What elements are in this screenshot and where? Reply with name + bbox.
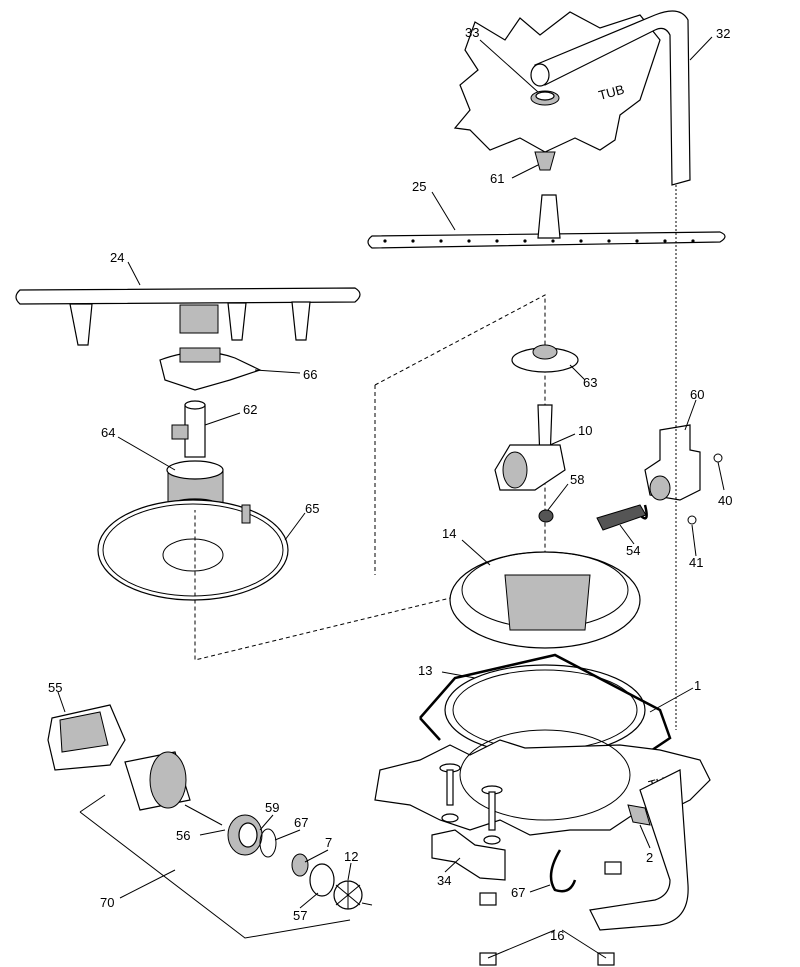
clip-40 [713, 453, 723, 463]
callout-25: 25 [412, 179, 426, 194]
tub-label-upper: TUB [597, 82, 626, 103]
callout-1: 1 [694, 678, 701, 693]
spray-hole [551, 239, 555, 243]
bolt-right [481, 785, 503, 845]
callout-33: 33 [465, 25, 479, 40]
callout-62: 62 [243, 402, 257, 417]
spray-arm-clip-66 [159, 347, 262, 391]
callout-56: 56 [176, 828, 190, 843]
callout-14: 14 [442, 526, 456, 541]
bracket-70-top [79, 794, 106, 813]
bracket-70-bottom [79, 811, 351, 939]
callout-34: 34 [437, 873, 451, 888]
callout-70: 70 [100, 895, 114, 910]
callout-10: 10 [578, 423, 592, 438]
callout-63: 63 [583, 375, 597, 390]
callout-40: 40 [718, 493, 732, 508]
part-7 [291, 853, 309, 877]
callout-60: 60 [690, 387, 704, 402]
callout-54: 54 [626, 543, 640, 558]
lower-spray-arm [15, 287, 361, 346]
callout-2: 2 [646, 850, 653, 865]
motor-bracket-55 [47, 704, 126, 771]
water-valve-60 [644, 424, 701, 501]
motor-56 [124, 751, 223, 826]
callout-59: 59 [265, 800, 279, 815]
plate-34 [431, 829, 506, 881]
foot-16-c [479, 952, 497, 966]
callout-labels: 33 32 61 25 24 66 62 64 65 63 60 10 40 5… [48, 25, 732, 943]
clip-41 [687, 515, 697, 525]
spray-hole [411, 239, 415, 243]
chopper-12 [333, 880, 373, 910]
ring-67-motor [259, 828, 277, 858]
foot-16-b [604, 861, 622, 875]
impeller-57 [309, 863, 335, 897]
callout-64: 64 [101, 425, 115, 440]
callout-55: 55 [48, 680, 62, 695]
bolt-left [439, 763, 461, 823]
callout-41: 41 [689, 555, 703, 570]
callout-66: 66 [303, 367, 317, 382]
spray-hole [383, 239, 387, 243]
sump-14 [449, 551, 641, 649]
spray-hole [663, 239, 667, 243]
disk-63 [511, 344, 579, 373]
hose-67-lower [549, 849, 577, 893]
spray-hole [635, 239, 639, 243]
tube-seal-33 [530, 90, 560, 106]
callout-12: 12 [344, 849, 358, 864]
bracket-2 [627, 804, 651, 826]
callout-57: 57 [293, 908, 307, 923]
callout-13: 13 [418, 663, 432, 678]
callout-24: 24 [110, 250, 124, 265]
callout-7: 7 [325, 835, 332, 850]
upper-spray-arm-tube [530, 10, 691, 186]
spray-hole [523, 239, 527, 243]
callout-65: 65 [305, 501, 319, 516]
callout-16: 16 [550, 928, 564, 943]
spray-hole [579, 239, 583, 243]
foot-16-a [479, 892, 497, 906]
spray-tube-62 [171, 400, 206, 458]
gasket-13 [444, 664, 646, 756]
spray-hole [691, 239, 695, 243]
spray-hole [467, 239, 471, 243]
leader-lines [57, 36, 725, 959]
middle-spray-arm [367, 194, 726, 249]
hose-54-body [596, 504, 647, 531]
seal-59 [227, 814, 263, 856]
lower-tub-fragment: TUB [374, 729, 711, 931]
nozzle-61 [534, 151, 556, 171]
spray-hole [439, 239, 443, 243]
ring-65 [97, 499, 289, 601]
callout-67-motor: 67 [294, 815, 308, 830]
part-58 [538, 509, 554, 523]
callout-32: 32 [716, 26, 730, 41]
callout-58: 58 [570, 472, 584, 487]
spray-hole [495, 239, 499, 243]
spray-hole [607, 239, 611, 243]
callout-61: 61 [490, 171, 504, 186]
callout-67-lower: 67 [511, 885, 525, 900]
pump-housing-10 [494, 404, 566, 491]
